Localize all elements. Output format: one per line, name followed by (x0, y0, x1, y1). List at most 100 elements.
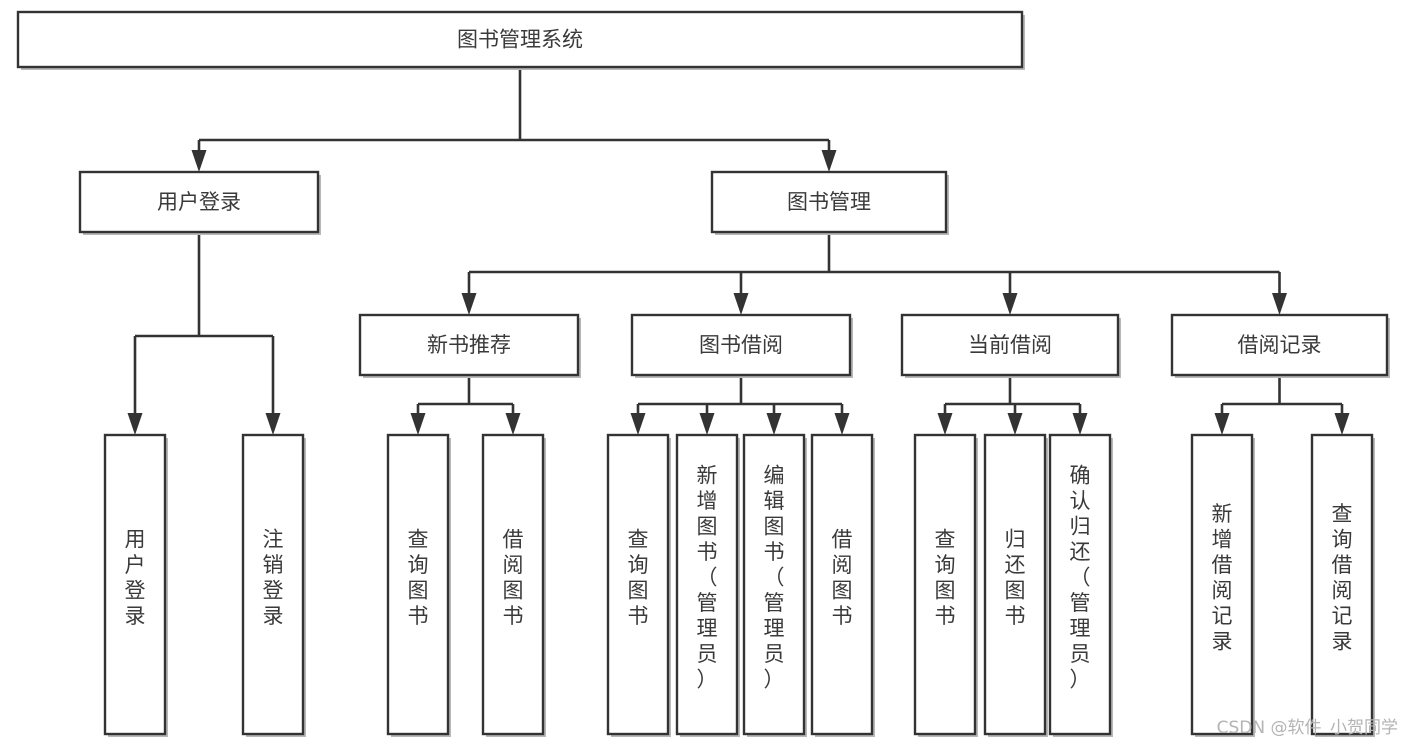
node-box[interactable] (1310, 433, 1374, 736)
book_borrow-leaf-0-arrowhead (630, 413, 646, 435)
root-to-level1-1-arrowhead (821, 150, 837, 172)
node-shadow (715, 175, 949, 235)
node-leaf-user-login-1[interactable]: 注销登录 (241, 433, 306, 737)
node-box[interactable] (675, 433, 739, 736)
node-label: 查询图书 (628, 527, 649, 628)
node-box[interactable] (983, 433, 1047, 736)
borrow_record-leaf-0-arrowhead (1214, 413, 1230, 435)
node-shadow (83, 175, 321, 235)
node-shadow (611, 438, 671, 737)
node-box[interactable] (742, 433, 806, 736)
node-shadow (988, 438, 1048, 737)
node-box[interactable] (606, 433, 670, 736)
level2-1-arrowhead (733, 293, 749, 315)
node-box[interactable] (710, 170, 948, 234)
borrow_record-leaf-1-arrowhead (1334, 413, 1350, 435)
node-label: 用户登录 (157, 190, 241, 214)
node-leaf-borrow-record-1[interactable]: 查询借阅记录 (1310, 433, 1375, 737)
node-label: 新增图书（管理员） (697, 464, 718, 692)
level2-3-arrowhead (1272, 293, 1287, 315)
node-level2-图书借阅[interactable]: 图书借阅 (630, 313, 853, 378)
node-label: 注销登录 (263, 527, 284, 628)
node-shadow (918, 438, 978, 737)
node-leaf-book-borrow-2[interactable]: 编辑图书（管理员） (742, 433, 807, 737)
node-label: 编辑图书（管理员） (764, 464, 785, 692)
node-box[interactable] (16, 10, 1024, 69)
node-box[interactable] (913, 433, 977, 736)
node-shadow (21, 15, 1025, 70)
node-shadow (486, 438, 546, 737)
csdn-watermark: CSDN @软件_小贺同学 (1217, 718, 1398, 738)
node-leaf-book-borrow-1[interactable]: 新增图书（管理员） (675, 433, 740, 737)
level2-0-arrowhead (461, 293, 477, 315)
node-box[interactable] (481, 433, 545, 736)
node-leaf-borrow-record-0[interactable]: 新增借阅记录 (1190, 433, 1255, 737)
node-box[interactable] (1190, 433, 1254, 736)
node-label: 新书推荐 (427, 333, 511, 357)
current_borrow-leaf-1-arrowhead (1007, 413, 1023, 435)
node-box[interactable] (78, 170, 320, 234)
node-box[interactable] (241, 433, 305, 736)
node-label: 查询图书 (935, 527, 956, 628)
node-label: 查询图书 (408, 527, 429, 628)
node-shadow (680, 438, 740, 737)
node-level1-用户登录[interactable]: 用户登录 (78, 170, 321, 235)
node-level2-借阅记录[interactable]: 借阅记录 (1170, 313, 1390, 378)
node-leaf-book-borrow-3[interactable]: 借阅图书 (810, 433, 875, 737)
node-level2-当前借阅[interactable]: 当前借阅 (900, 313, 1121, 378)
node-box[interactable] (358, 313, 580, 377)
node-shadow (905, 318, 1121, 378)
node-level2-新书推荐[interactable]: 新书推荐 (358, 313, 581, 378)
user-login-leaf-0-arrowhead (127, 413, 143, 435)
node-level1-图书管理[interactable]: 图书管理 (710, 170, 949, 235)
node-shadow (363, 318, 581, 378)
node-shadow (1053, 438, 1113, 737)
new_book_recommend-leaf-1-arrowhead (505, 413, 521, 435)
node-label: 图书管理 (787, 190, 871, 214)
node-shadow (815, 438, 875, 737)
root-to-level1-0-arrowhead (191, 150, 207, 172)
book_borrow-leaf-2-arrowhead (766, 413, 782, 435)
node-shadow (246, 438, 306, 737)
level2-2-arrowhead (1002, 293, 1018, 315)
node-box[interactable] (103, 433, 167, 736)
node-shadow (1195, 438, 1255, 737)
node-box[interactable] (900, 313, 1120, 377)
node-box[interactable] (810, 433, 874, 736)
node-shadow (391, 438, 451, 737)
node-leaf-user-login-0[interactable]: 用户登录 (103, 433, 168, 737)
node-label: 借阅图书 (503, 527, 524, 628)
node-leaf-current-borrow-2[interactable]: 确认归还（管理员） (1048, 433, 1113, 737)
node-shadow (108, 438, 168, 737)
node-label: 新增借阅记录 (1212, 502, 1233, 654)
node-leaf-new-book-recommend-0[interactable]: 查询图书 (386, 433, 451, 737)
connector-layer (127, 67, 1350, 435)
node-root-图书管理系统[interactable]: 图书管理系统 (16, 10, 1025, 70)
current_borrow-leaf-2-arrowhead (1072, 413, 1088, 435)
book_borrow-leaf-3-arrowhead (834, 413, 850, 435)
node-label: 确认归还（管理员） (1070, 464, 1091, 692)
node-box[interactable] (386, 433, 450, 736)
node-box[interactable] (630, 313, 852, 377)
node-label: 用户登录 (125, 527, 146, 628)
node-shadow (1315, 438, 1375, 737)
node-leaf-new-book-recommend-1[interactable]: 借阅图书 (481, 433, 546, 737)
node-box[interactable] (1048, 433, 1112, 736)
node-label: 借阅记录 (1238, 333, 1322, 357)
user-login-leaf-1-arrowhead (265, 413, 281, 435)
node-label: 借阅图书 (832, 527, 853, 628)
node-leaf-current-borrow-1[interactable]: 归还图书 (983, 433, 1048, 737)
node-leaf-book-borrow-0[interactable]: 查询图书 (606, 433, 671, 737)
node-shadow (747, 438, 807, 737)
current_borrow-leaf-0-arrowhead (937, 413, 953, 435)
node-leaf-current-borrow-0[interactable]: 查询图书 (913, 433, 978, 737)
node-label: 图书管理系统 (457, 28, 583, 52)
node-box[interactable] (1170, 313, 1389, 377)
node-label: 归还图书 (1005, 527, 1026, 628)
node-label: 查询借阅记录 (1332, 502, 1353, 654)
node-layer: 图书管理系统用户登录图书管理新书推荐图书借阅当前借阅借阅记录用户登录注销登录查询… (16, 10, 1390, 737)
node-shadow (1175, 318, 1390, 378)
node-shadow (635, 318, 853, 378)
